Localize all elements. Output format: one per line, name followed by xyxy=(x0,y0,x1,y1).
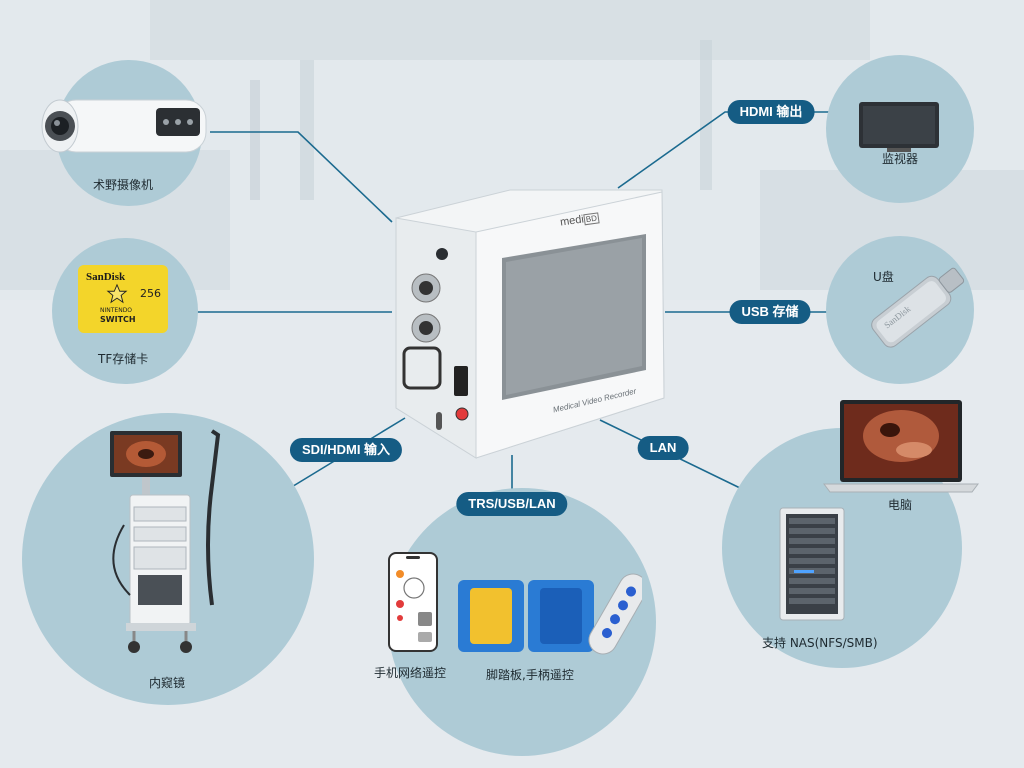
card-line1: NINTENDO xyxy=(100,307,133,314)
smartphone-icon xyxy=(388,552,438,652)
camera-label: 术野摄像机 xyxy=(93,178,154,192)
phone-label: 手机网络遥控 xyxy=(374,666,447,680)
pill-usb-storage: USB 存储 xyxy=(729,300,811,324)
pill-hdmi-out: HDMI 输出 xyxy=(727,100,815,124)
tf-card-label: TF存储卡 xyxy=(98,352,149,366)
pill-trs-usb-lan: TRS/USB/LAN xyxy=(456,492,568,516)
nas-label: 支持 NAS(NFS/SMB) xyxy=(762,636,878,650)
video-recorder-device xyxy=(395,189,665,459)
pill-lan: LAN xyxy=(637,436,689,460)
card-brand: SanDisk xyxy=(86,271,126,283)
star-icon xyxy=(106,283,128,304)
camera-icon xyxy=(41,99,207,153)
endoscope-cart-icon xyxy=(110,429,221,653)
card-capacity: 256 xyxy=(140,287,161,300)
line-camera xyxy=(210,131,393,223)
sd-card-icon: SanDisk 256 NINTENDO SWITCH xyxy=(78,265,168,333)
device-brand-suffix: BD xyxy=(583,212,600,226)
server-rack-icon xyxy=(779,507,845,621)
laptop-label: 电脑 xyxy=(888,498,913,512)
card-line2: SWITCH xyxy=(100,315,136,324)
pill-sdi-hdmi-in: SDI/HDMI 输入 xyxy=(289,438,403,462)
laptop-icon xyxy=(823,400,979,493)
endoscope-label: 内窥镜 xyxy=(149,676,186,690)
usb-drive-shape xyxy=(871,267,965,348)
usb-drive-label: U盘 xyxy=(873,270,894,284)
monitor-label: 监视器 xyxy=(882,152,919,166)
monitor-icon xyxy=(859,102,939,152)
foot-pedal-icon xyxy=(458,573,642,655)
pedal-label: 脚踏板,手柄遥控 xyxy=(486,668,574,682)
usb-drive-icon: SanDisk xyxy=(850,250,980,370)
